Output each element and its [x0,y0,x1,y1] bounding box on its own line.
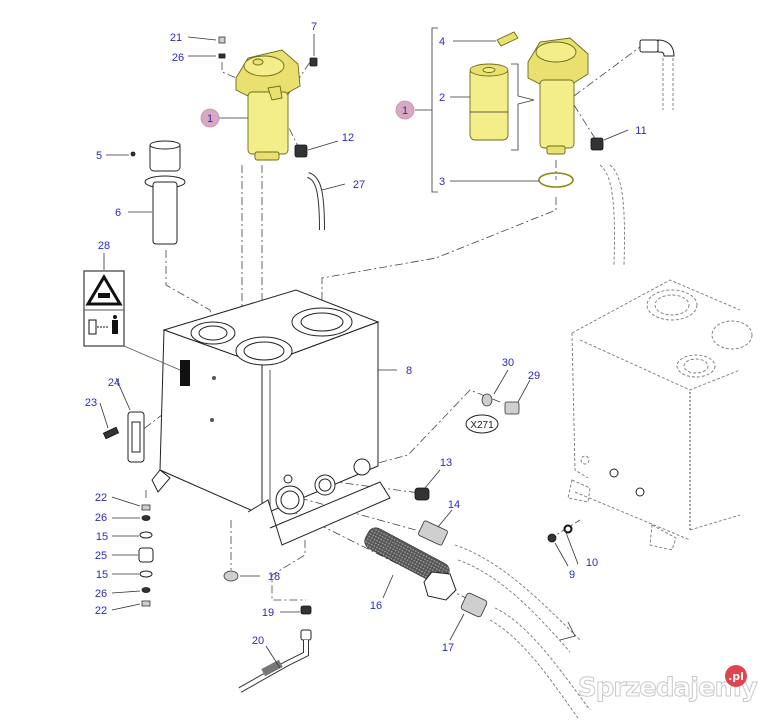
fitting-17 [460,592,488,618]
callout-23[interactable]: 23 [85,397,97,409]
watermark-badge [725,665,747,687]
plug-7 [309,57,318,67]
ghost-bolt [635,487,645,497]
callout-1[interactable]: 1 [207,113,213,125]
fitting-19 [300,605,312,615]
filter-bowl [247,91,289,155]
callout-1[interactable]: 1 [402,105,408,117]
door-icon [88,319,97,335]
tank-foot-right [247,481,391,546]
callout-30[interactable]: 30 [502,357,514,369]
mount-25 [138,547,154,563]
filter-bowl [539,79,575,149]
strainer-16 [364,527,457,601]
callout-2[interactable]: 2 [439,92,445,104]
assembly-line-14 [299,497,431,535]
callout-9[interactable]: 9 [569,569,575,581]
washer-10 [563,524,573,534]
callout-24[interactable]: 24 [108,377,120,389]
washer-15-top [139,531,153,539]
watermark-suffix: .pl [728,670,744,683]
person-icon [113,315,117,319]
washer-26-top [141,515,151,521]
callout-3[interactable]: 3 [439,176,445,188]
callout-13[interactable]: 13 [440,457,452,469]
fitting-12 [294,144,308,158]
callout-22[interactable]: 22 [95,605,107,617]
assembly-line-elbow [573,46,641,97]
callout-19[interactable]: 19 [262,607,274,619]
callout-17[interactable]: 17 [442,642,454,654]
assembly-line-6 [165,250,215,331]
callout-26[interactable]: 26 [95,588,107,600]
washer-26-bottom [141,587,151,593]
bolt-23 [102,426,120,440]
leader-lines [99,34,629,669]
assembly-line-11 [573,104,597,141]
nut-22-bottom [141,600,151,607]
ghost-tank [567,279,753,551]
callout-5[interactable]: 5 [96,150,102,162]
hydraulic-tank [151,289,391,546]
callout-21[interactable]: 21 [170,32,182,44]
callout-12[interactable]: 12 [342,132,354,144]
adapter-14 [418,520,448,546]
element-bracket [511,63,535,151]
nut-22-top [141,504,151,511]
elbow-fitting [639,39,659,53]
warning-triangle-icon [85,274,123,306]
callout-labels[interactable]: 1 1 2 3 4 5 6 7 8 9 10 11 12 13 14 15 15… [85,21,647,654]
callout-28[interactable]: 28 [98,240,110,252]
fitting-11 [590,137,604,151]
callout-15[interactable]: 15 [96,569,108,581]
callout-22[interactable]: 22 [95,492,107,504]
callout-26[interactable]: 26 [172,52,184,64]
connector-tag: X271 [470,420,494,431]
callout-badge [200,108,220,128]
callout-20[interactable]: 20 [252,635,264,647]
washer-30 [481,393,493,407]
connector-tag-ellipse [465,414,499,434]
screw-5 [130,151,136,157]
callout-badge [395,100,415,120]
callout-25[interactable]: 25 [95,550,107,562]
tank-foot-left [151,469,171,493]
callout-10[interactable]: 10 [586,557,598,569]
hardware: X271 [83,36,675,719]
callout-16[interactable]: 16 [370,600,382,612]
tank-port-small [353,458,371,476]
tank-right-face [261,321,379,516]
callout-4[interactable]: 4 [439,36,445,48]
o-ring [538,172,574,188]
tank-decal [180,360,190,386]
callout-27[interactable]: 27 [353,179,365,191]
callout-14[interactable]: 14 [448,499,460,511]
screw-21 [218,36,226,44]
ghost-bolt [609,468,619,478]
plug-13 [414,487,430,501]
bolt-9 [547,533,557,543]
filter-assembly-right [431,27,589,193]
watermark: Sprzedajemy .pl [578,665,759,704]
drain-plug-18 [223,570,239,582]
assembly-line-1-right [321,197,557,310]
washer-15-bottom [139,570,153,578]
callout-8[interactable]: 8 [406,365,412,377]
filter-element [469,67,509,141]
assembly-line-19 [271,540,306,601]
callout-11[interactable]: 11 [635,125,646,137]
filter-assembly-left [235,49,301,161]
callout-29[interactable]: 29 [528,370,540,382]
washer-26 [218,53,226,59]
callout-18[interactable]: 18 [268,571,280,583]
callout-15[interactable]: 15 [96,531,108,543]
sensor [496,31,519,47]
callout-6[interactable]: 6 [115,207,121,219]
group-bracket [431,27,438,193]
callout-7[interactable]: 7 [311,21,317,33]
filler-tube-6 [152,181,178,245]
fitting-29 [504,401,520,415]
callout-26[interactable]: 26 [95,512,107,524]
